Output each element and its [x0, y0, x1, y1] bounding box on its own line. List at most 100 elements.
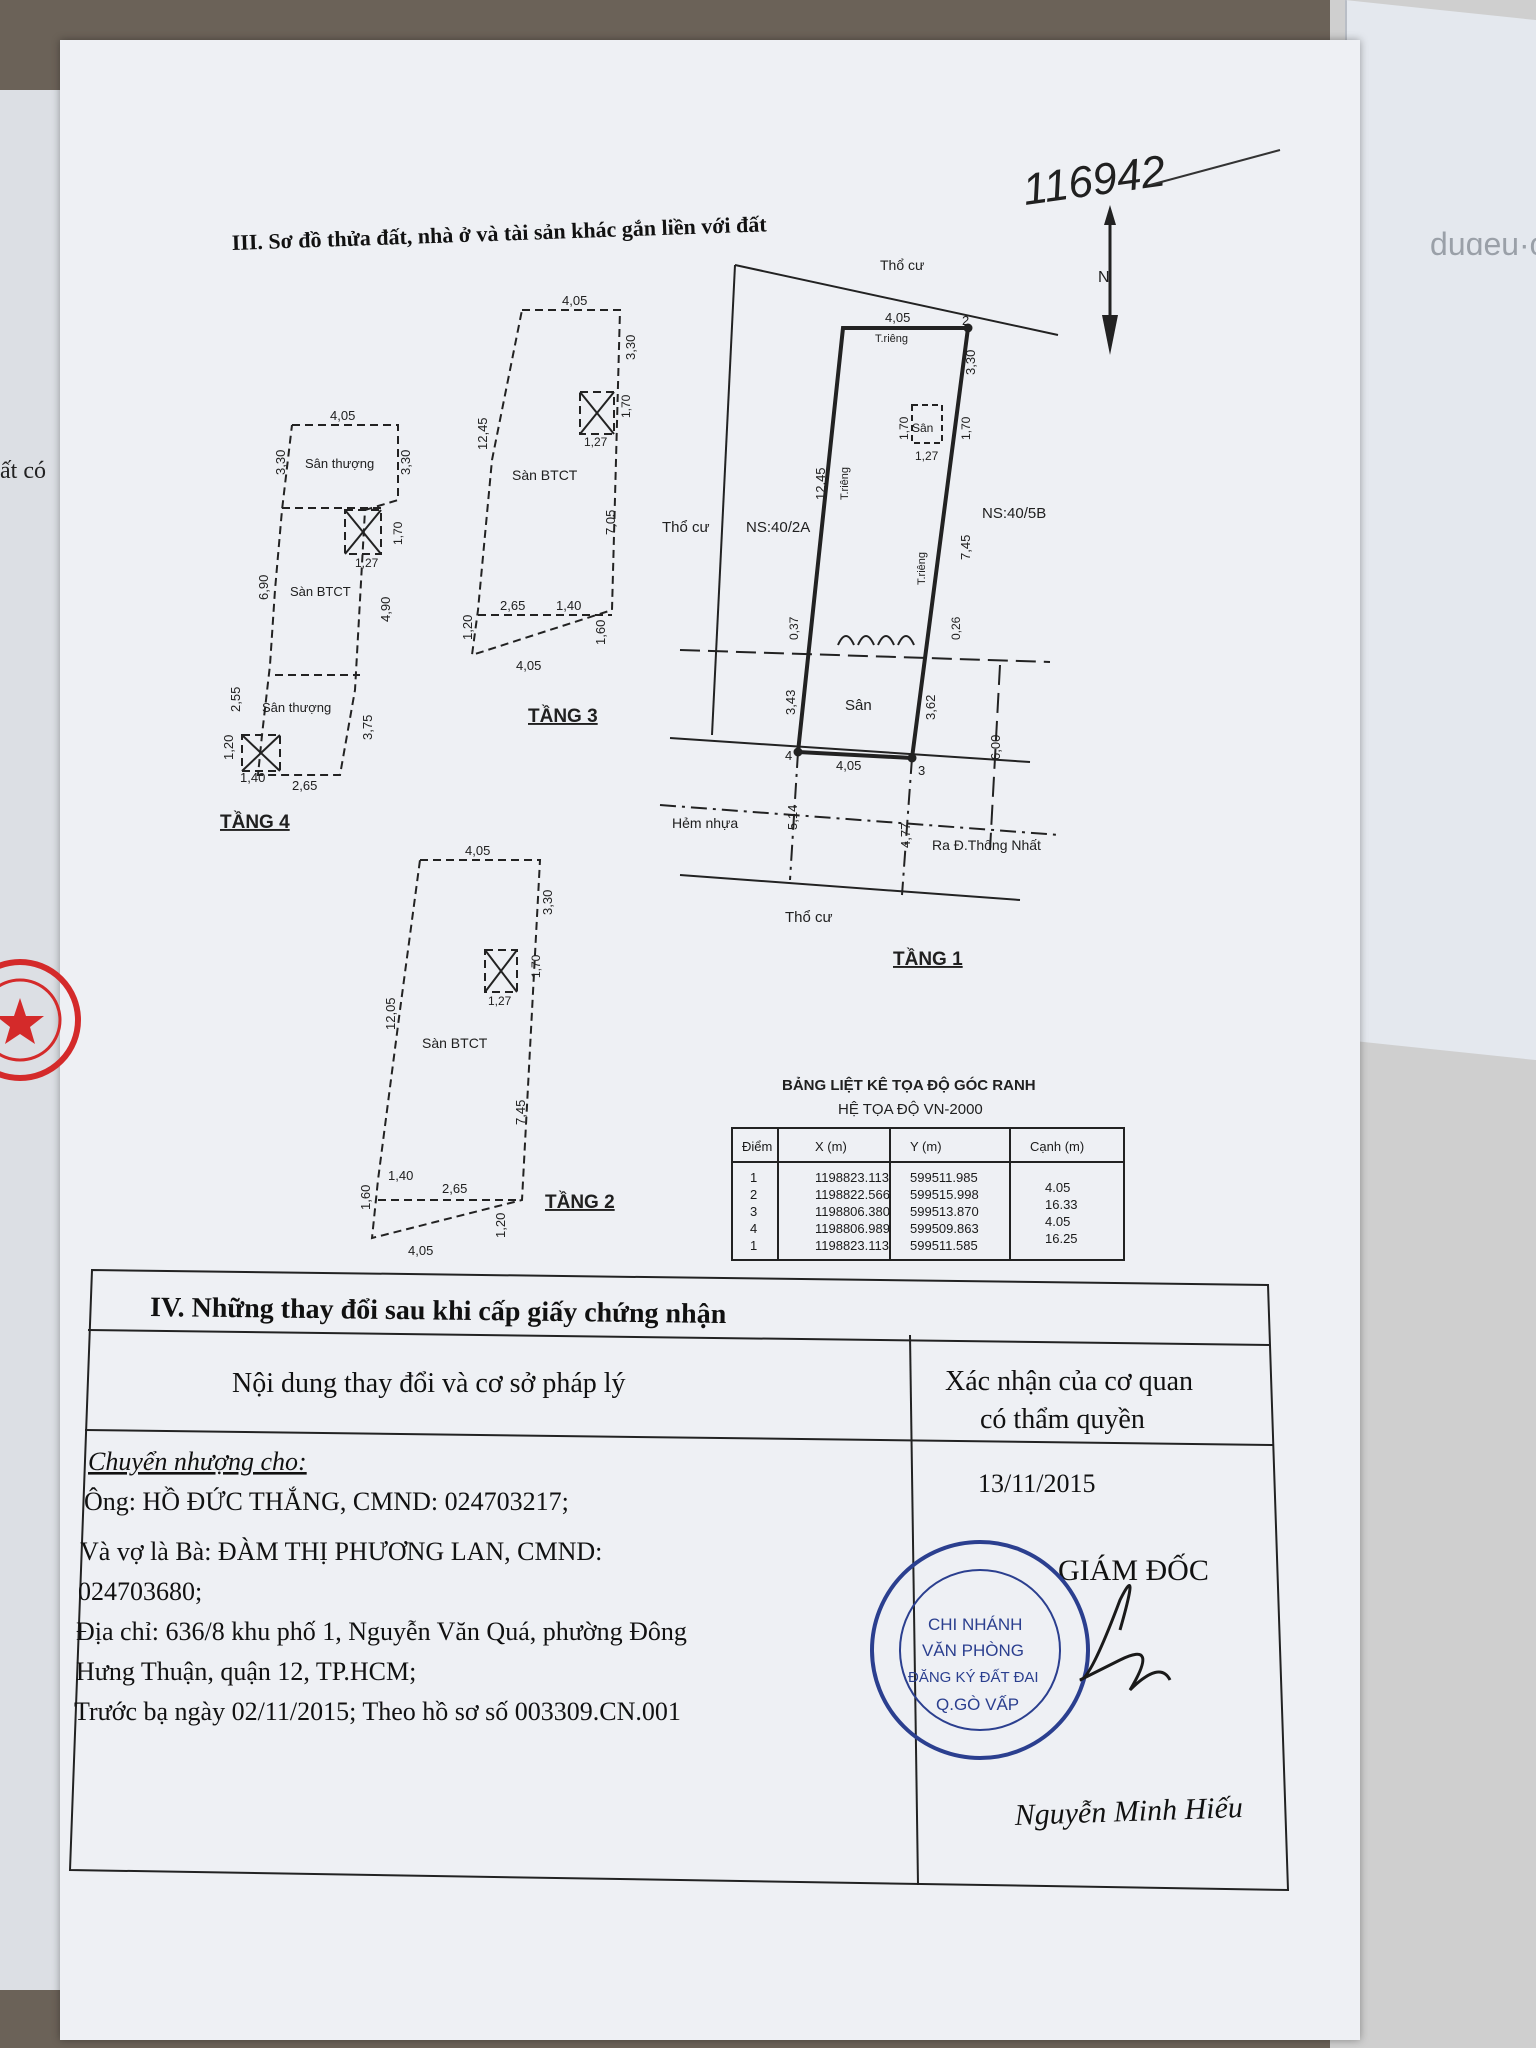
f1-t-rieng-top: T.riêng	[875, 333, 908, 345]
content-heading: Chuyển nhượng cho:	[88, 1447, 307, 1476]
f2-width-bot: 4,05	[408, 1243, 433, 1258]
floor4-plan	[241, 424, 399, 776]
content-line1: Ông: HỒ ĐỨC THẮNG, CMND: 024703217;	[84, 1487, 569, 1516]
f1-width-bot: 4,05	[836, 758, 861, 773]
f3-left-len: 12,45	[475, 417, 490, 450]
coord-table-cell: 2	[750, 1187, 757, 1202]
f2-b1: 1,40	[388, 1168, 413, 1183]
f1-stair-w: 1,27	[915, 449, 939, 463]
f4-left-low: 2,55	[228, 687, 243, 712]
f1-left-len: 12,45	[813, 467, 828, 500]
f4-right-top: 3,30	[398, 450, 413, 475]
f1-san-small: Sân	[912, 421, 933, 435]
f1-pt3: 3	[918, 763, 925, 778]
section4-col2-header-l2: có thẩm quyền	[980, 1404, 1145, 1435]
f4-left-top: 3,30	[273, 450, 288, 475]
f4-right-mid: 4,90	[378, 597, 393, 622]
floor4-label: TẦNG 4	[220, 811, 290, 833]
f3-stair-w: 1,27	[584, 435, 608, 449]
f2-stair-w: 1,27	[488, 994, 512, 1008]
f1-d026: 0,26	[949, 616, 963, 640]
f3-right-mid: 7,05	[603, 510, 618, 535]
coord-table-header: Điểm	[742, 1139, 772, 1154]
f3-width-bot: 4,05	[516, 658, 541, 673]
f2-right-mid: 7,45	[513, 1100, 528, 1125]
f4-bot-b: 2,65	[292, 778, 317, 793]
coord-table-title: BẢNG LIỆT KÊ TỌA ĐỘ GÓC RANH	[782, 1076, 1036, 1094]
coord-table-cell: 1198822.566	[815, 1187, 890, 1202]
coord-table-header: Cạnh (m)	[1030, 1139, 1084, 1154]
f1-t-rieng-left: T.riêng	[839, 467, 851, 500]
section4-col2-header-l1: Xác nhận của cơ quan	[945, 1366, 1193, 1397]
section4-grid	[68, 1268, 1290, 1892]
coord-table-grid	[731, 1127, 1125, 1261]
section3-title: III. Sơ đồ thửa đất, nhà ở và tài sản kh…	[231, 211, 767, 255]
f1-d600: 6,00	[988, 735, 1003, 760]
f1-hem: Hẻm nhựa	[672, 815, 738, 831]
f1-san: Sân	[845, 697, 872, 714]
f1-road: Ra Đ.Thống Nhất	[932, 837, 1041, 853]
content-line6: Trước bạ ngày 02/11/2015; Theo hồ sơ số …	[74, 1697, 681, 1726]
f4-left-bot: 1,20	[221, 735, 236, 760]
coord-table-cell: 4	[750, 1221, 757, 1236]
f1-pt4: 4	[785, 748, 792, 763]
coord-table-edge: 16.25	[1045, 1231, 1078, 1246]
coord-table-subtitle: HỆ TỌA ĐỘ VN-2000	[838, 1101, 983, 1118]
coord-table-cell: 599511.585	[910, 1238, 978, 1253]
north-arrow-icon	[1102, 205, 1118, 355]
floor2-plan	[370, 859, 542, 1240]
f2-stair-h: 1,70	[529, 954, 543, 978]
floor3-plan	[470, 309, 622, 657]
f4-room-top: Sân thượng	[305, 456, 374, 471]
f3-b1: 2,65	[500, 598, 525, 613]
f1-stair-h: 1,70	[897, 416, 911, 440]
floor3-label: TẦNG 3	[528, 705, 598, 727]
f2-left-len: 12,05	[383, 997, 398, 1030]
coord-table-cell: 599509.863	[910, 1221, 979, 1236]
coord-table-cell: 1198823.113	[815, 1170, 889, 1185]
floor1-plan	[659, 264, 1061, 901]
content-line2: Và vợ là Bà: ĐÀM THỊ PHƯƠNG LAN, CMND:	[80, 1537, 602, 1566]
floor2-label: TẦNG 2	[545, 1191, 615, 1213]
stamp-line4: Q.GÒ VẤP	[936, 1695, 1019, 1714]
coord-table-edge: 16.33	[1045, 1197, 1078, 1212]
stamp-line1: CHI NHÁNH	[928, 1615, 1022, 1634]
certificate-page	[60, 40, 1360, 2040]
content-line3: 024703680;	[78, 1577, 202, 1606]
coord-table-edge: 4.05	[1045, 1180, 1070, 1195]
f1-right-mid: 7,45	[958, 535, 973, 560]
coord-table-cell: 1198806.989	[815, 1221, 890, 1236]
stamp-line3: ĐĂNG KÝ ĐẤT ĐAI	[908, 1669, 1039, 1686]
coord-table-edge: 4.05	[1045, 1214, 1070, 1229]
f1-tho-cu-bottom: Thổ cư	[785, 909, 833, 926]
left-page-text-fragment: ất có	[0, 458, 46, 484]
f2-b2: 2,65	[442, 1181, 467, 1196]
coord-table-cell: 599513.870	[910, 1204, 979, 1219]
f3-right-top: 3,30	[623, 335, 638, 360]
f1-width-top: 4,05	[885, 310, 910, 325]
floor1-label: TẦNG 1	[893, 948, 963, 970]
f1-d037: 0,37	[787, 616, 801, 640]
f1-right-top: 3,30	[963, 350, 978, 375]
stamp-line2: VĂN PHÒNG	[922, 1641, 1024, 1660]
f1-tho-cu-left: Thổ cư	[662, 519, 710, 536]
coord-table-cell: 1	[750, 1170, 757, 1185]
section4-col1-header: Nội dung thay đổi và cơ sở pháp lý	[232, 1368, 626, 1399]
f2-width-top: 4,05	[465, 843, 490, 858]
content-line4: Địa chỉ: 636/8 khu phố 1, Nguyễn Văn Quá…	[76, 1617, 687, 1646]
handwritten-number: 116942	[1020, 146, 1169, 215]
f1-ns-left: NS:40/2A	[746, 519, 810, 536]
f1-d514: 5,14	[785, 805, 800, 830]
f4-room-low: Sân thượng	[262, 700, 331, 715]
f3-room: Sàn BTCT	[512, 467, 578, 483]
signer-name: Nguyễn Minh Hiếu	[1013, 1791, 1243, 1832]
coord-table-cell: 599515.998	[910, 1187, 979, 1202]
f1-d362: 3,62	[923, 695, 938, 720]
f3-b2: 1,40	[556, 598, 581, 613]
f2-right-bot: 1,20	[493, 1213, 508, 1238]
signature-icon	[1079, 1584, 1172, 1692]
adjacent-page-text: ɔɔ·nəɒnp	[1430, 231, 1536, 267]
f4-stair-w: 1,27	[355, 556, 379, 570]
